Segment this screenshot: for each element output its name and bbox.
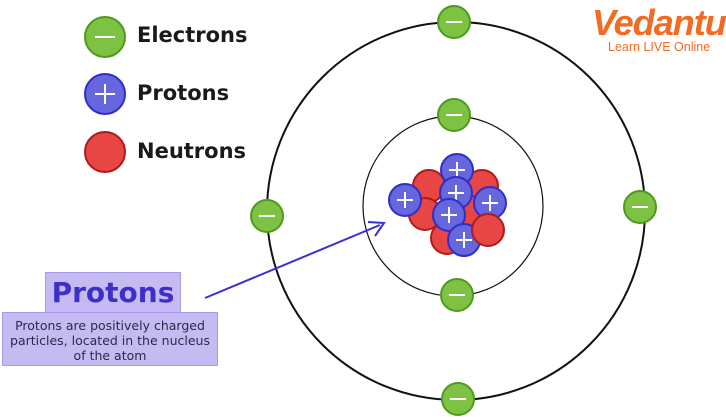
legend-neutrons: Neutrons [137, 139, 247, 163]
electron [437, 5, 471, 39]
proton [388, 183, 422, 217]
logo-tagline: Learn LIVE Online [608, 40, 711, 54]
legend-icons [84, 16, 126, 173]
arrow-head [367, 221, 386, 237]
neutron [471, 213, 505, 247]
electron [250, 199, 284, 233]
electron [623, 190, 657, 224]
electron [84, 16, 126, 58]
logo-brand: Vedantu [592, 2, 726, 43]
proton [473, 186, 507, 220]
electron [437, 98, 471, 132]
neutron [84, 131, 126, 173]
proton [84, 73, 126, 115]
electron [440, 278, 474, 312]
legend-electrons: Electrons [137, 23, 248, 47]
electron [441, 382, 475, 416]
legend-protons: Protons [137, 81, 230, 105]
nucleus [388, 153, 507, 257]
callout-title: Protons [45, 272, 181, 314]
callout-description: Protons are positively charged particles… [2, 312, 218, 366]
proton [432, 198, 466, 232]
pointer-arrow [204, 224, 381, 299]
electrons [250, 5, 657, 416]
vedantu-logo: Vedantu Learn LIVE Online [592, 2, 726, 54]
